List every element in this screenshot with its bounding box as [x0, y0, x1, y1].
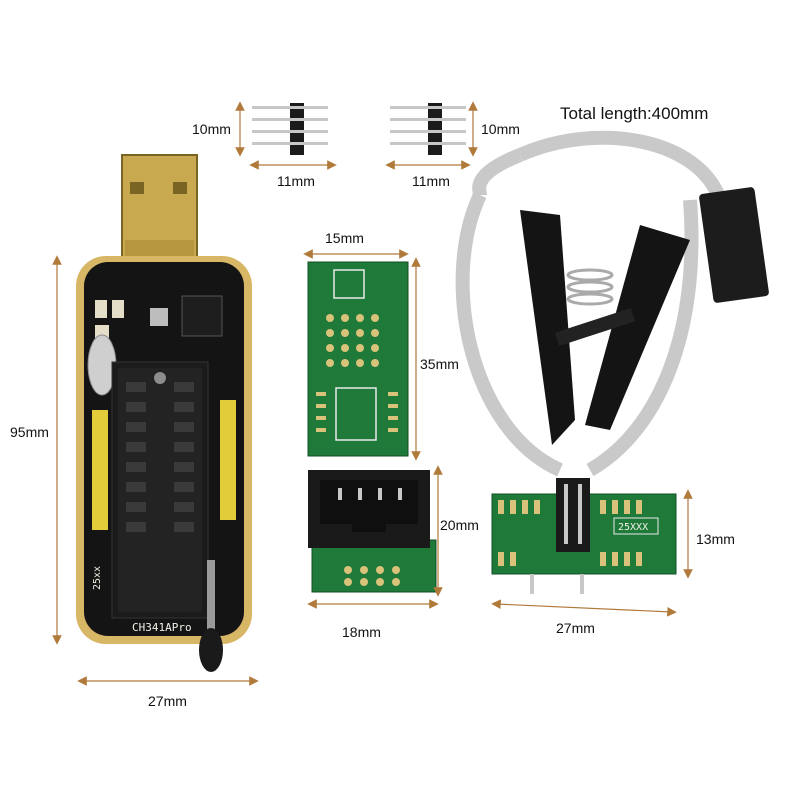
idc-connector [699, 187, 769, 303]
test-clip-cable: 25XXX [455, 130, 769, 594]
socket-width-label: 18mm [342, 624, 381, 640]
programmer-chip-silk: 25xx [92, 566, 103, 590]
clip-board-width-label: 27mm [556, 620, 595, 636]
clip-board-height-label: 13mm [696, 531, 735, 547]
programmer-silk-label: CH341APro [132, 621, 192, 634]
socket-board [308, 470, 437, 593]
clip-board-silk: 25XXX [618, 522, 648, 533]
programmer-width-label: 27mm [148, 693, 187, 709]
adapter-board [307, 261, 409, 457]
pin-header-right [390, 103, 466, 155]
header-right [220, 400, 236, 520]
pin-header-left [252, 103, 328, 155]
pin-right-height-label: 10mm [481, 121, 520, 137]
programmer-height-label: 95mm [10, 424, 49, 440]
pin-right-width-label: 11mm [412, 173, 450, 189]
header-left [92, 410, 108, 530]
zif-lever [207, 560, 215, 640]
dimension-lines [52, 101, 693, 686]
pin-left-width-label: 11mm [277, 173, 315, 189]
usb-programmer: CH341APro 25xx [76, 154, 252, 672]
adapter-width-label: 15mm [325, 230, 364, 246]
total-length-label: Total length:400mm [560, 104, 709, 123]
adapter-height-label: 35mm [420, 356, 459, 372]
pin-left-height-label: 10mm [192, 121, 231, 137]
socket-height-label: 20mm [440, 517, 479, 533]
